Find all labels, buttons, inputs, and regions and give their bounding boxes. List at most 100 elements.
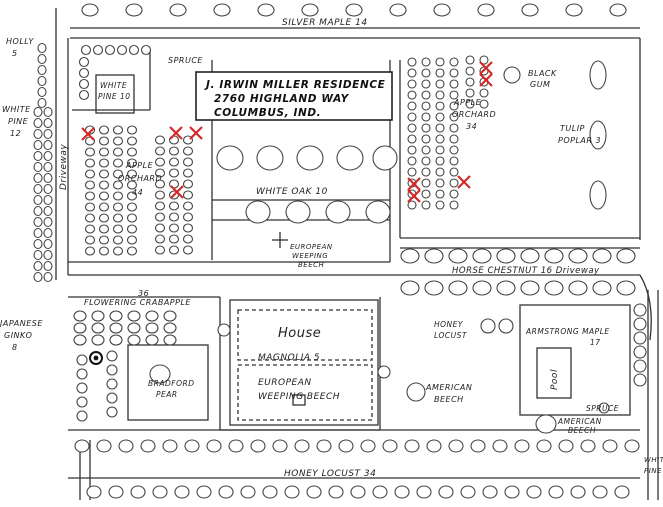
label-japanese-ginkgo-count: 8 — [12, 343, 18, 352]
crabapple-tree-icon — [91, 310, 105, 322]
american-beech-tree-icon — [535, 414, 557, 434]
apple-tree-icon — [168, 223, 180, 233]
apple-tree-icon — [112, 235, 124, 245]
white-pine-tree-icon — [33, 128, 43, 140]
white-pine-tree-icon — [43, 216, 53, 228]
apple-tree-icon — [154, 234, 166, 244]
horse-chestnut-tree-icon — [520, 280, 540, 296]
honey-locust-tree-icon — [526, 485, 542, 499]
label-american-beech-right-2: BEECH — [568, 426, 596, 435]
red-x-icon — [407, 177, 421, 191]
honey-locust-tree-icon — [394, 485, 410, 499]
white-oak-tree-icon — [256, 145, 284, 171]
apple-tree-icon — [126, 202, 138, 212]
plant-labels: SILVER MAPLE 14 HOLLY 5 WHITE PINE 12 Dr… — [0, 18, 663, 479]
apple-tree-icon — [421, 123, 431, 133]
apple-tree-icon — [84, 169, 96, 179]
crabapple-tree-icon — [109, 310, 123, 322]
honey-locust-tree-icon — [480, 318, 496, 334]
apple-tree-icon — [154, 245, 166, 255]
white-oak-tree-icon — [285, 200, 311, 224]
red-x-icon — [170, 185, 184, 199]
label-apple-orchard-left-count: 44 — [132, 188, 143, 197]
magnolia-tree-icon — [377, 365, 391, 379]
label-apple-orchard-right-count: 34 — [466, 122, 477, 131]
label-honey-locust-mid: HONEY — [434, 320, 464, 329]
horse-chestnut-tree-icon — [616, 248, 636, 264]
holly-tree-icon — [37, 64, 47, 76]
apple-tree-icon — [98, 169, 110, 179]
honey-locust-tree-icon — [404, 439, 420, 453]
apple-tree-icon — [449, 123, 459, 133]
armstrong-maple-tree-icon — [633, 345, 647, 359]
apple-tree-icon — [84, 235, 96, 245]
label-honey-locust-bottom: HONEY LOCUST 34 — [284, 469, 376, 479]
apple-tree-icon — [435, 68, 445, 78]
apple-tree-icon — [435, 57, 445, 67]
apple-tree-icon — [112, 191, 124, 201]
apple-tree-icon — [435, 123, 445, 133]
honey-locust-tree-icon — [592, 485, 608, 499]
apple-tree-icon — [154, 135, 166, 145]
honey-locust-tree-icon — [218, 485, 234, 499]
crabapple-tree-icon — [127, 334, 141, 346]
white-oak-tree-icon — [325, 200, 351, 224]
honey-locust-tree-icon — [558, 439, 574, 453]
label-apple-orchard-right: APPLE — [453, 98, 482, 107]
honey-locust-tree-icon — [74, 439, 90, 453]
label-apple-orchard-left-2: ORCHARD — [118, 174, 162, 183]
armstrong-maple-tree-icon — [633, 373, 647, 387]
honey-locust-tree-icon — [328, 485, 344, 499]
ginkgo-tree-icon — [106, 392, 118, 404]
honey-locust-tree-icon — [184, 439, 200, 453]
label-holly: HOLLY — [6, 37, 34, 46]
label-white-pine-left-2: PINE — [8, 117, 29, 126]
apple-tree-icon — [84, 224, 96, 234]
honey-locust-tree-icon — [372, 485, 388, 499]
tulip-poplar-tree-icon — [589, 60, 607, 90]
white-oak-tree-icon — [372, 145, 398, 171]
honey-locust-tree-icon — [206, 439, 222, 453]
apple-tree-icon — [98, 147, 110, 157]
apple-tree-icon — [421, 101, 431, 111]
apple-tree-icon — [112, 213, 124, 223]
apple-tree-icon — [435, 90, 445, 100]
white-pine-tree-icon — [43, 205, 53, 217]
apple-tree-icon — [112, 147, 124, 157]
apple-tree-icon — [449, 134, 459, 144]
label-european-weeping-beech: EUROPEAN — [258, 378, 312, 388]
apple-tree-icon — [112, 169, 124, 179]
apple-tree-icon — [465, 66, 475, 76]
label-white-pine-right-2: PINE — [644, 467, 662, 475]
apple-tree-icon — [126, 235, 138, 245]
apple-tree-icon — [449, 90, 459, 100]
apple-tree-icon — [98, 158, 110, 168]
apple-tree-icon — [98, 213, 110, 223]
apple-tree-icon — [407, 79, 417, 89]
crabapple-tree-icon — [109, 322, 123, 334]
apple-tree-icon — [435, 156, 445, 166]
spruce-tree-icon — [598, 402, 610, 414]
title-block: J. IRWIN MILLER RESIDENCE 2760 HIGHLAND … — [195, 71, 393, 121]
apple-tree-icon — [449, 68, 459, 78]
ginkgo-tree-icon — [106, 378, 118, 390]
white-pine-tree-icon — [43, 227, 53, 239]
armstrong-maple-tree-icon — [633, 317, 647, 331]
tulip-poplar-tree-icon — [589, 180, 607, 210]
crabapple-tree-icon — [73, 310, 87, 322]
honey-locust-tree-icon — [96, 439, 112, 453]
honey-locust-tree-icon — [504, 485, 520, 499]
honey-locust-tree-icon — [272, 439, 288, 453]
horse-chestnut-tree-icon — [496, 280, 516, 296]
apple-tree-icon — [407, 68, 417, 78]
honey-locust-tree-icon — [316, 439, 332, 453]
apple-tree-icon — [421, 79, 431, 89]
spruce-tree-icon — [128, 44, 140, 56]
honey-locust-tree-icon — [448, 439, 464, 453]
label-european-weeping-beech-top-2: WEEPING — [292, 252, 328, 260]
white-pine-tree-icon — [43, 106, 53, 118]
label-white-pine-left-count: 12 — [10, 129, 21, 138]
apple-tree-icon — [435, 145, 445, 155]
ginkgo-tree-icon — [106, 364, 118, 376]
silver-maple-tree-icon — [609, 3, 627, 17]
